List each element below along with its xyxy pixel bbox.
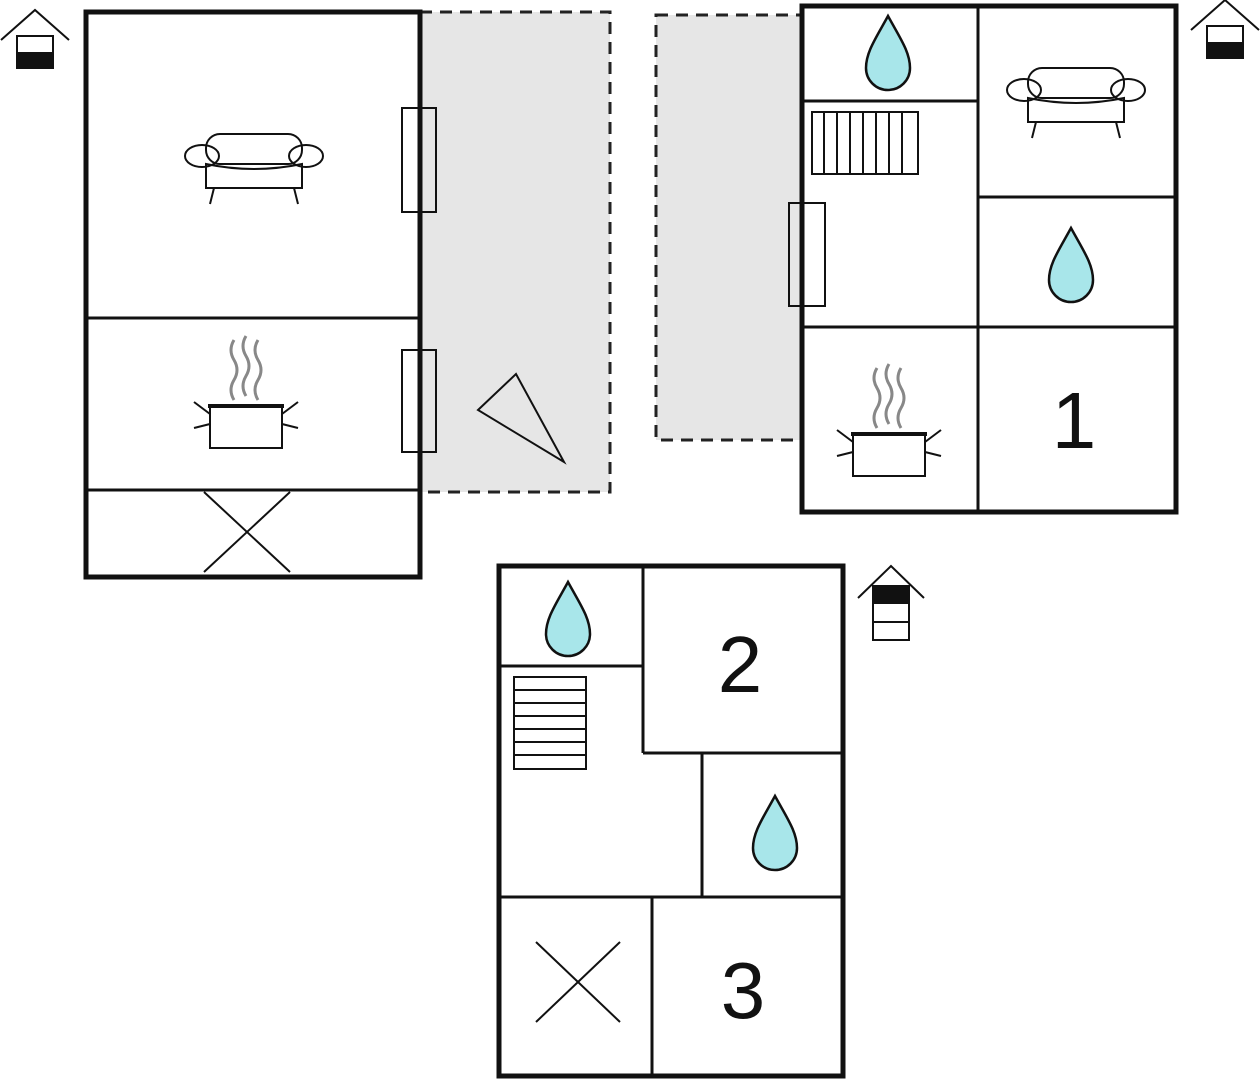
bedroom-2-label: 2 <box>718 620 763 709</box>
terrace <box>418 10 612 494</box>
fireplace-triangle-icon <box>476 372 567 465</box>
bedroom-3-label: 3 <box>721 946 766 1035</box>
floor-level-icon <box>0 9 70 69</box>
door <box>401 349 437 453</box>
bedroom-1-label: 1 <box>1052 376 1097 465</box>
second-floor: 2 3 <box>496 563 925 1079</box>
cooking-pot-icon <box>192 334 300 450</box>
cross-icon <box>203 491 291 573</box>
first-floor-walls <box>799 3 1179 515</box>
second-floor-walls <box>496 563 846 1079</box>
door <box>401 107 437 213</box>
ground-floor-walls <box>83 9 423 580</box>
floor-level-icon <box>1190 0 1260 59</box>
stairs-icon <box>513 676 587 770</box>
water-drop-icon <box>864 14 912 92</box>
water-drop-icon <box>1047 226 1095 304</box>
sofa-icon <box>1006 67 1146 139</box>
terrace <box>654 13 804 442</box>
floor-level-icon <box>857 564 925 641</box>
water-drop-icon <box>544 580 592 658</box>
ground-floor <box>0 9 612 580</box>
water-drop-icon <box>751 794 799 872</box>
cooking-pot-icon <box>835 362 943 478</box>
stairs-icon <box>811 111 919 175</box>
door <box>788 202 826 307</box>
sofa-icon <box>184 133 324 205</box>
first-floor: 1 <box>654 0 1260 515</box>
cross-icon <box>535 941 621 1023</box>
